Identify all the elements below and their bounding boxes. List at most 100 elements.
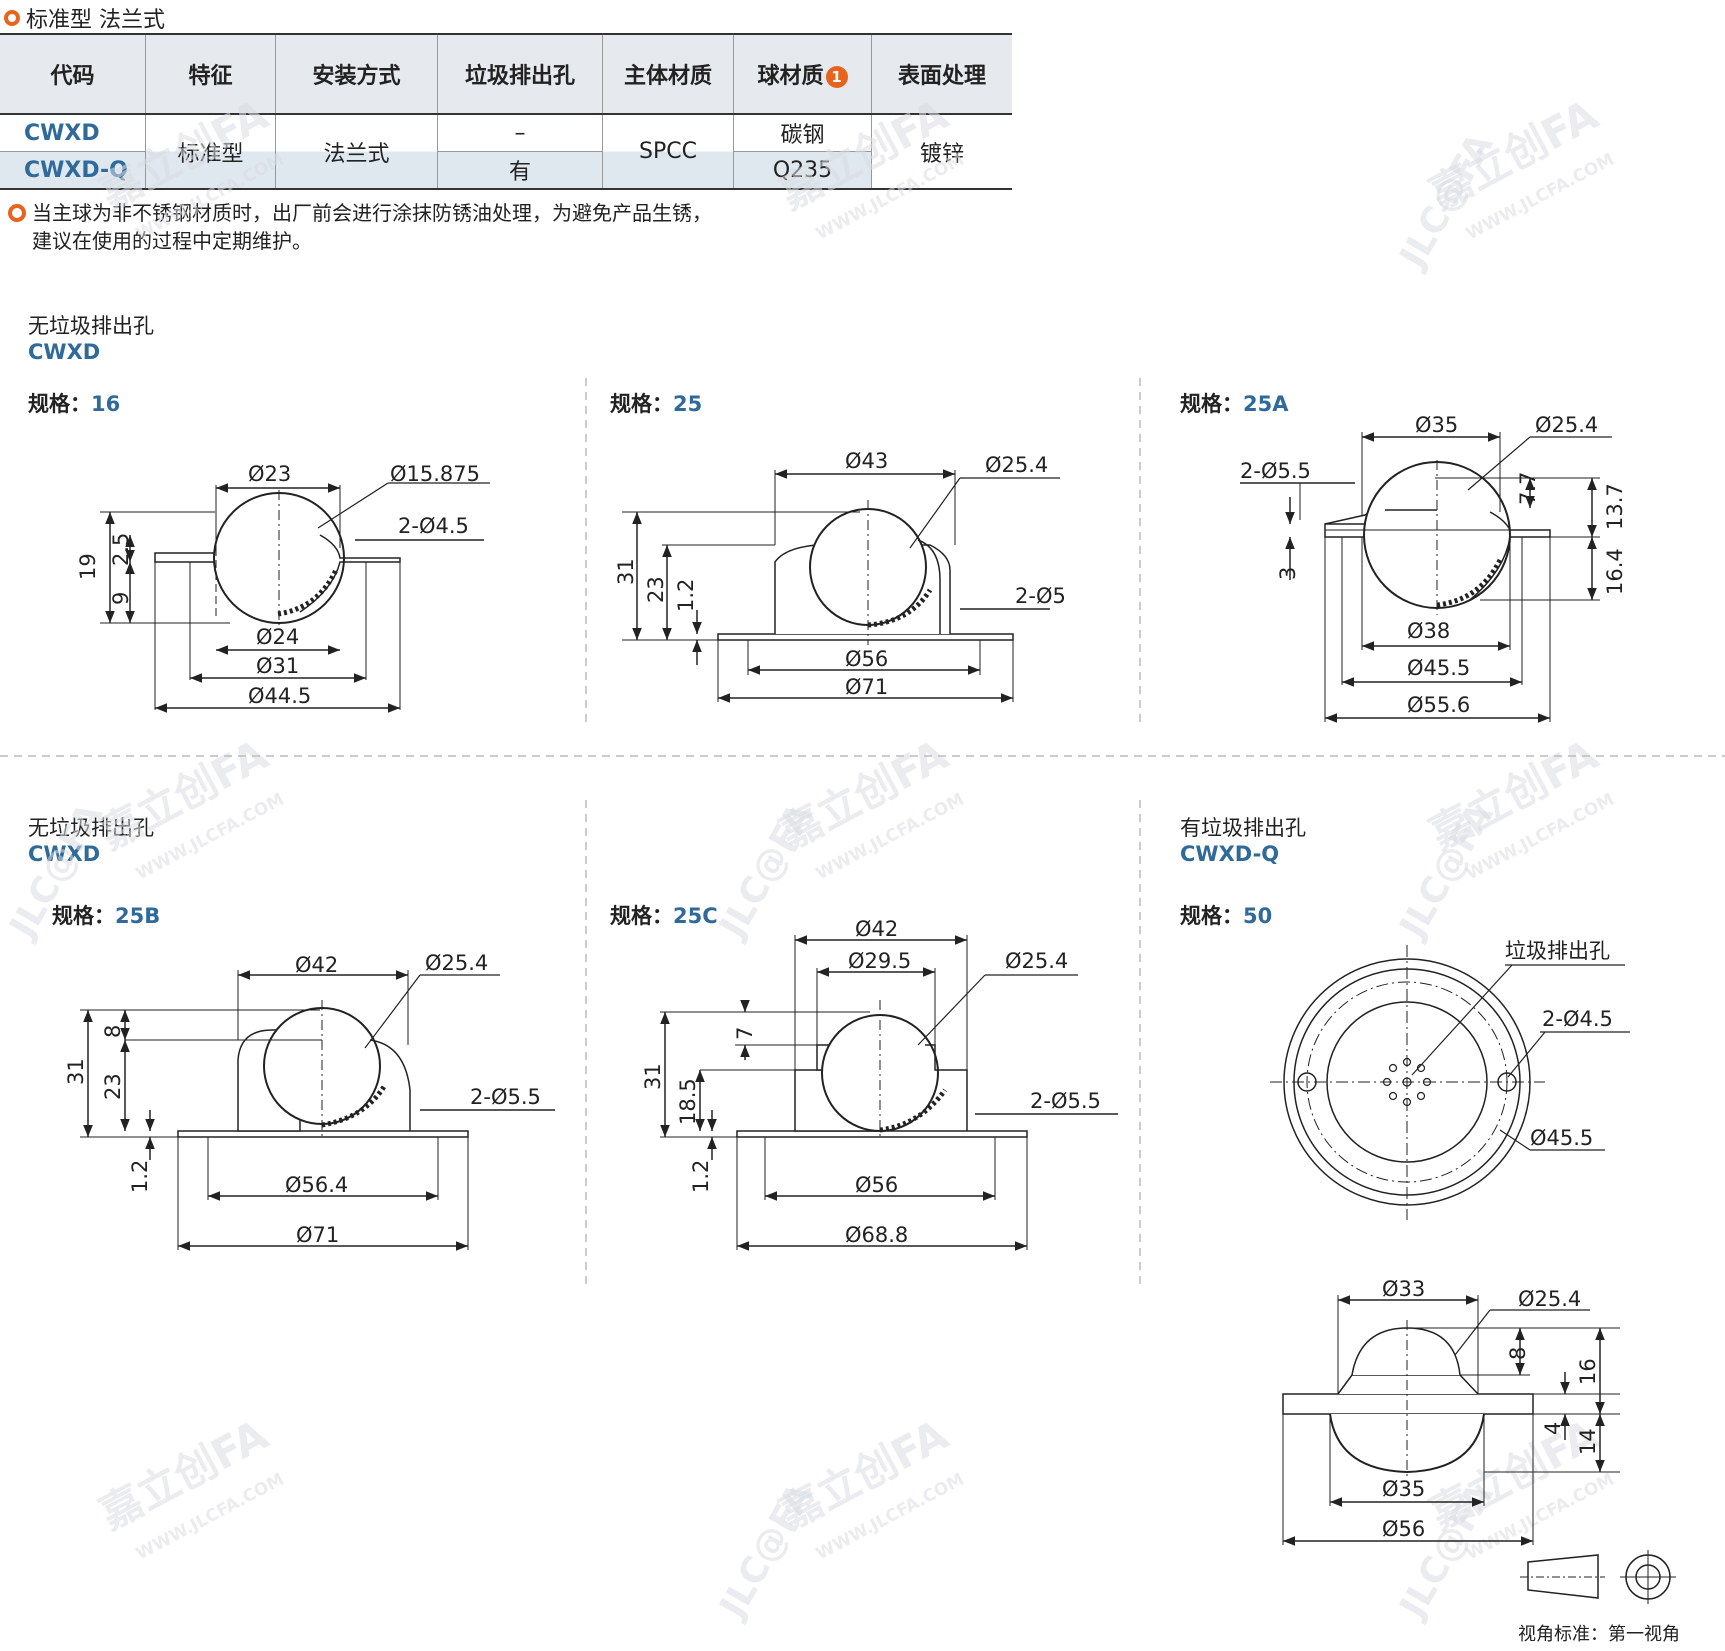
dim-text: Ø25.4 xyxy=(425,951,488,975)
spec-value: 16 xyxy=(91,392,121,416)
dim-text: Ø35 xyxy=(1382,1477,1425,1501)
dim-text: 31 xyxy=(614,558,638,585)
dim-text: 19 xyxy=(76,553,100,580)
dim-text: 23 xyxy=(644,576,668,603)
dim-text: 3 xyxy=(1276,567,1300,580)
dim-text: 1.2 xyxy=(689,1160,713,1193)
dim-text: 31 xyxy=(64,1058,88,1085)
section-bl-title: 无垃圾排出孔 xyxy=(28,816,154,840)
spec-value: 25B xyxy=(115,904,161,928)
note-text-1: 当主球为非不锈钢材质时，出厂前会进行涂抹防锈油处理，为避免产品生锈， xyxy=(32,201,712,225)
dim-text: Ø68.8 xyxy=(845,1223,908,1247)
dim-text: 23 xyxy=(101,1073,125,1100)
spec-prefix: 规格： xyxy=(1180,904,1243,928)
wm-logo: JLC@FA xyxy=(711,797,822,948)
note-icon xyxy=(8,204,26,222)
dim-text: 7 xyxy=(733,1027,757,1040)
dim-text: 18.5 xyxy=(676,1078,700,1125)
table-row: CWXD-Q 有 Q235 xyxy=(0,151,1012,190)
cell-surface: 镀锌 xyxy=(871,114,1012,190)
drawing-spec-50-top: 垃圾排出孔 2-Ø4.5 Ø45.5 xyxy=(1270,939,1630,1220)
dim-text: Ø23 xyxy=(248,462,291,486)
drain-hole-label: 垃圾排出孔 xyxy=(1505,939,1610,963)
section-br-title: 有垃圾排出孔 xyxy=(1180,816,1306,840)
spec-value: 25A xyxy=(1243,392,1289,416)
spec-prefix: 规格： xyxy=(610,392,673,416)
note-text-2: 建议在使用的过程中定期维护。 xyxy=(32,229,312,253)
dim-text: 13.7 xyxy=(1603,483,1627,530)
dim-text: 14 xyxy=(1576,1428,1600,1455)
cell-mount: 法兰式 xyxy=(275,114,438,190)
dim-text: 2.5 xyxy=(109,533,133,566)
dim-text: Ø56 xyxy=(855,1173,898,1197)
projection-symbol-icon xyxy=(1520,1550,1676,1604)
cell-code: CWXD xyxy=(0,114,146,152)
spec-label-25: 规格：25 xyxy=(610,388,702,418)
spec-label-50: 规格：50 xyxy=(1180,900,1272,930)
dim-text: 1.2 xyxy=(674,579,698,612)
section-top-code: CWXD xyxy=(28,340,101,364)
drawing-spec-16: Ø23 Ø15.875 2-Ø4.5 19 2.5 9 Ø24 Ø31 Ø44.… xyxy=(76,462,490,713)
view-standard-label: 视角标准：第一视角 xyxy=(1518,1624,1680,1645)
dim-text: 8 xyxy=(1506,1347,1530,1360)
dim-text: Ø45.5 xyxy=(1407,656,1470,680)
dim-text: Ø24 xyxy=(256,625,299,649)
spec-value: 25C xyxy=(673,904,718,928)
col-surface: 表面处理 xyxy=(871,33,1012,115)
dim-text: Ø56 xyxy=(1382,1517,1425,1541)
spec-label-16: 规格：16 xyxy=(28,388,120,418)
dim-text: 4 xyxy=(1541,1422,1565,1435)
dim-text: Ø31 xyxy=(256,654,299,678)
spec-value: 25 xyxy=(673,392,703,416)
dim-text: Ø25.4 xyxy=(985,453,1048,477)
wm-logo: JLC@FA xyxy=(711,1477,822,1628)
dim-text: Ø71 xyxy=(845,675,888,699)
section-header: 标准型 法兰式 xyxy=(4,2,165,34)
dim-text: 2-Ø5.5 xyxy=(1030,1089,1101,1113)
dim-text: 2-Ø5.5 xyxy=(470,1085,541,1109)
rust-note: 当主球为非不锈钢材质时，出厂前会进行涂抹防锈油处理，为避免产品生锈， 建议在使用… xyxy=(8,199,712,255)
dim-text: Ø25.4 xyxy=(1518,1287,1581,1311)
section-top-title: 无垃圾排出孔 xyxy=(28,314,154,338)
dim-text: Ø44.5 xyxy=(248,684,311,708)
dim-text: 7.7 xyxy=(1516,472,1540,505)
section-title: 标准型 法兰式 xyxy=(26,8,165,33)
dim-text: Ø25.4 xyxy=(1535,413,1598,437)
dim-text: Ø42 xyxy=(855,917,898,941)
dim-text: 31 xyxy=(641,1063,665,1090)
dim-text: 16 xyxy=(1576,1358,1600,1385)
dim-text: Ø56.4 xyxy=(285,1173,348,1197)
col-feature: 特征 xyxy=(145,33,276,115)
section-bl-code: CWXD xyxy=(28,842,101,866)
dim-text: Ø35 xyxy=(1415,413,1458,437)
col-mount: 安装方式 xyxy=(275,33,438,115)
section-br-code: CWXD-Q xyxy=(1180,842,1280,866)
col-body: 主体材质 xyxy=(602,33,734,115)
col-code: 代码 xyxy=(0,33,146,115)
spec-label-25C: 规格：25C xyxy=(610,900,718,930)
cell-ball: Q235 xyxy=(733,151,872,190)
panel-dividers xyxy=(0,378,1725,1290)
dim-text: Ø55.6 xyxy=(1407,693,1470,717)
dim-text: 9 xyxy=(109,592,133,605)
dim-text: Ø45.5 xyxy=(1530,1126,1593,1150)
dim-text: 8 xyxy=(101,1025,125,1038)
dim-text: Ø29.5 xyxy=(848,949,911,973)
spec-prefix: 规格： xyxy=(52,904,115,928)
note-badge: 1 xyxy=(825,66,848,88)
dim-text: Ø56 xyxy=(845,647,888,671)
spec-label-25A: 规格：25A xyxy=(1180,388,1288,418)
circle-bullet-icon xyxy=(4,10,20,26)
dim-text: 2-Ø4.5 xyxy=(1542,1007,1613,1031)
dim-text: 2-Ø5 xyxy=(1015,584,1066,608)
cell-body: SPCC xyxy=(602,114,734,190)
drawing-spec-25: Ø43 Ø25.4 31 23 1.2 2-Ø5 Ø56 Ø71 xyxy=(614,449,1066,703)
spec-prefix: 规格： xyxy=(28,392,91,416)
col-drain: 垃圾排出孔 xyxy=(437,33,603,115)
spec-prefix: 规格： xyxy=(1180,392,1243,416)
dim-text: 2-Ø5.5 xyxy=(1240,459,1311,483)
dim-text: 16.4 xyxy=(1603,548,1627,595)
